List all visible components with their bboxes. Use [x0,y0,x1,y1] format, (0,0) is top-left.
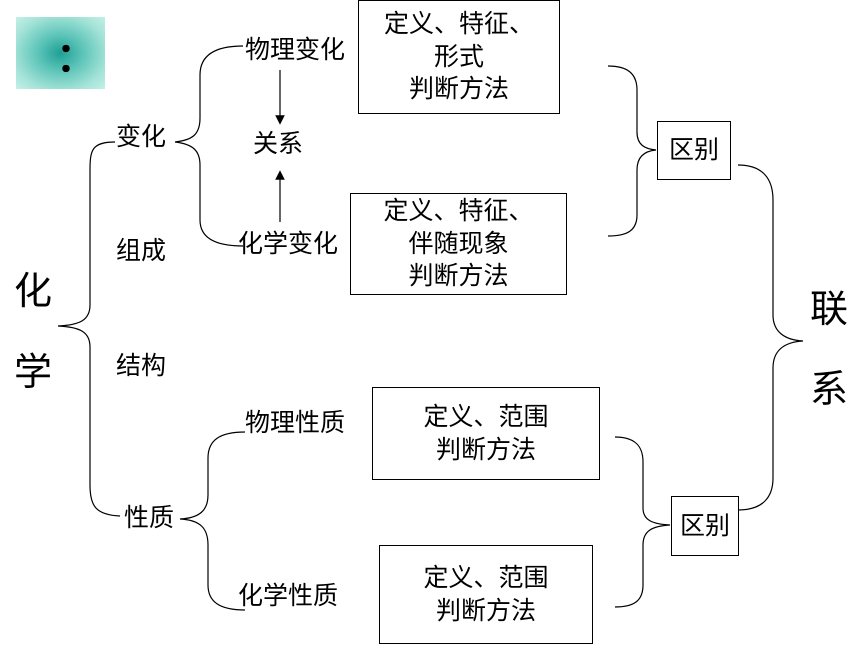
change-difference-box: 区别 [657,121,731,180]
branch-composition: 组成 [116,236,167,265]
main-brace [57,141,121,517]
physical-property-box-line-2: 判断方法 [435,434,536,464]
lower-diff-brace [614,436,671,608]
badge: ： [16,17,105,89]
physical-change-label: 物理变化 [245,35,346,64]
physical-change-box-line-2: 形式 [433,41,484,71]
badge-colon: ： [56,35,96,81]
chemical-property-label: 化学性质 [238,581,339,610]
connection-brace [737,164,804,511]
root-char-1: 化 [14,269,53,313]
branch-property: 性质 [124,503,175,532]
physical-change-box-line-1: 定义、特征、 [383,9,534,39]
physical-change-box: 定义、特征、 形式 判断方法 [358,0,560,114]
physical-change-box-line-3: 判断方法 [408,74,509,104]
chemical-property-box: 定义、范围 判断方法 [379,545,593,644]
chemical-change-label: 化学变化 [238,229,339,258]
relation-label: 关系 [253,129,304,158]
chemical-change-box: 定义、特征、 伴随现象 判断方法 [350,193,567,295]
change-brace [174,45,244,247]
branch-change: 变化 [116,122,167,151]
property-difference-label: 区别 [679,510,730,540]
physical-property-label: 物理性质 [245,408,346,437]
physical-property-box: 定义、范围 判断方法 [372,387,600,480]
chemical-change-box-line-2: 伴随现象 [408,228,509,258]
chemical-change-box-line-1: 定义、特征、 [383,196,534,226]
chemical-change-box-line-3: 判断方法 [408,261,509,291]
branch-structure: 结构 [116,351,167,380]
property-brace [179,431,246,611]
chemical-property-box-line-2: 判断方法 [435,595,536,625]
upper-diff-brace [607,65,657,237]
physical-property-box-line-1: 定义、范围 [423,402,549,431]
connection-char-2: 系 [810,367,849,411]
connection-char-1: 联 [810,287,849,331]
property-difference-box: 区别 [671,496,739,556]
root-char-2: 学 [14,350,53,394]
chemical-property-box-line-1: 定义、范围 [423,563,549,592]
change-difference-label: 区别 [668,135,719,165]
